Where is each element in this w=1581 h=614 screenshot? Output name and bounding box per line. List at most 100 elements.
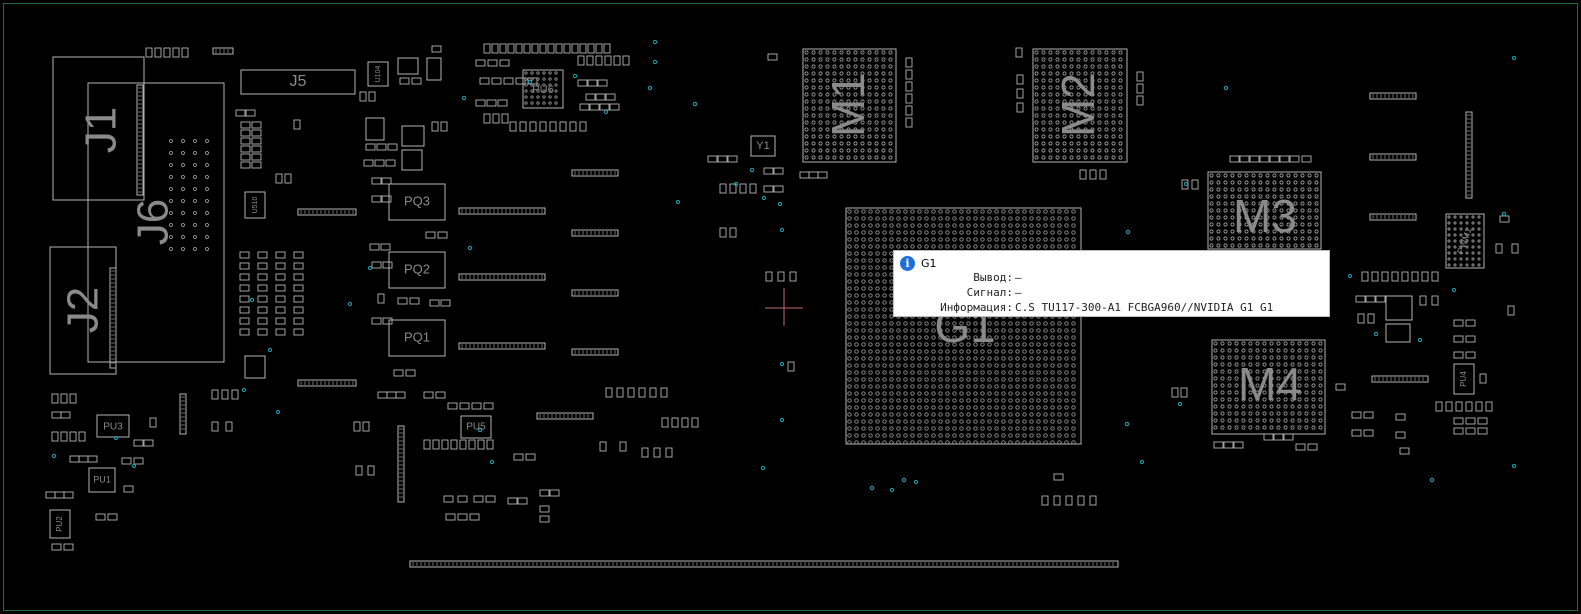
component-u510[interactable]: [244, 191, 266, 219]
component-label-pu1[interactable]: PU1: [93, 474, 111, 484]
smd-part: [595, 93, 606, 101]
component-label-j1[interactable]: J1: [77, 107, 126, 153]
smd-part: [513, 453, 524, 461]
component-outline[interactable]: [458, 342, 546, 350]
tooltip-key: Сигнал:: [966, 286, 1013, 299]
component-label-j6[interactable]: J6: [129, 199, 178, 245]
component-outline[interactable]: [1371, 375, 1429, 383]
via: [275, 409, 281, 415]
component-outline[interactable]: [1369, 213, 1417, 221]
component-pq2[interactable]: [388, 251, 446, 289]
component-label-y1[interactable]: Y1: [756, 140, 769, 152]
component-label-j2[interactable]: J2: [59, 287, 108, 333]
smd-part: [239, 251, 250, 259]
component-label-pq1[interactable]: PQ1: [404, 329, 430, 344]
smd-part: [51, 393, 59, 404]
via: [467, 245, 473, 251]
component-outline[interactable]: [179, 393, 187, 435]
component-pq1[interactable]: [388, 319, 446, 357]
component-label-m2[interactable]: M2: [1052, 73, 1104, 137]
component-j6[interactable]: [87, 82, 225, 363]
component-outline[interactable]: [1369, 153, 1417, 161]
component-m2[interactable]: [1032, 48, 1128, 163]
smd-part: [789, 271, 797, 282]
smd-part: [763, 167, 774, 175]
smd-part: [87, 455, 98, 463]
component-label-pu2[interactable]: PU2: [55, 516, 64, 532]
component-label-m3[interactable]: M3: [1233, 190, 1297, 242]
component-pwm1[interactable]: [1445, 213, 1485, 269]
component-u104[interactable]: [367, 61, 389, 87]
component-m3[interactable]: [1207, 171, 1322, 250]
component-pu3[interactable]: [96, 414, 130, 438]
component-label-pu4[interactable]: PU4: [1459, 371, 1468, 387]
component-outline[interactable]: [212, 47, 234, 55]
component-label-pu3[interactable]: PU3: [103, 422, 123, 433]
component-outline[interactable]: [536, 412, 594, 420]
component-pu2[interactable]: [49, 509, 71, 539]
component-j5[interactable]: [240, 69, 356, 95]
component-outline[interactable]: [1465, 111, 1473, 199]
smd-part: [653, 447, 661, 458]
component-pu4[interactable]: [1453, 363, 1475, 395]
component-outline[interactable]: [571, 229, 619, 237]
pin-row: [1467, 114, 1471, 196]
component-outline[interactable]: [136, 84, 144, 196]
smd-part: [749, 183, 757, 194]
component-label-m1[interactable]: M1: [822, 73, 874, 137]
smd-part: [123, 485, 134, 493]
component-outline[interactable]: [426, 57, 442, 81]
component-pu6[interactable]: [522, 69, 564, 109]
component-pu5[interactable]: [460, 415, 492, 439]
component-outline[interactable]: [571, 348, 619, 356]
component-outline[interactable]: [1385, 323, 1411, 343]
smd-part: [763, 185, 774, 193]
component-label-j5[interactable]: J5: [290, 73, 307, 90]
smd-part: [1465, 417, 1476, 425]
component-label-u510[interactable]: U510: [252, 197, 259, 214]
component-outline[interactable]: [401, 149, 423, 171]
smd-part: [468, 439, 476, 450]
component-g1[interactable]: [845, 207, 1082, 445]
smd-part: [221, 389, 229, 400]
component-label-pq3[interactable]: PQ3: [404, 193, 430, 208]
component-outline[interactable]: [297, 208, 357, 216]
smd-part: [275, 173, 283, 184]
component-outline[interactable]: [458, 207, 546, 215]
component-label-pu5[interactable]: PU5: [466, 422, 486, 433]
component-outline[interactable]: [109, 267, 117, 369]
smd-part: [1191, 179, 1199, 190]
component-outline[interactable]: [397, 425, 405, 503]
smd-part: [275, 306, 286, 314]
component-outline[interactable]: [571, 169, 619, 177]
component-outline[interactable]: [409, 560, 1119, 568]
component-outline[interactable]: [1369, 92, 1417, 100]
smd-part: [1477, 427, 1488, 435]
component-label-pu6[interactable]: PU6: [532, 84, 553, 96]
component-outline[interactable]: [297, 379, 357, 387]
component-j1[interactable]: [52, 56, 145, 201]
smd-part: [627, 387, 635, 398]
component-label-pq2[interactable]: PQ2: [404, 261, 430, 276]
component-outline[interactable]: [458, 273, 546, 281]
via: [249, 297, 255, 303]
smd-part: [905, 69, 913, 80]
component-outline[interactable]: [397, 57, 419, 75]
component-pu1[interactable]: [88, 467, 116, 493]
component-label-u104[interactable]: U104: [375, 66, 382, 83]
component-outline[interactable]: [401, 125, 425, 147]
component-y1[interactable]: [750, 135, 776, 157]
component-m1[interactable]: [802, 48, 897, 163]
component-label-m4[interactable]: M4: [1238, 358, 1302, 410]
via: [1223, 85, 1229, 91]
component-outline[interactable]: [571, 289, 619, 297]
smd-part: [719, 227, 727, 238]
component-label-pwm1[interactable]: PWM1: [1455, 226, 1474, 255]
component-outline[interactable]: [1385, 295, 1413, 321]
component-outline[interactable]: [365, 117, 385, 141]
component-outline[interactable]: [244, 355, 266, 379]
smd-part: [483, 113, 491, 124]
smd-part: [671, 417, 679, 428]
